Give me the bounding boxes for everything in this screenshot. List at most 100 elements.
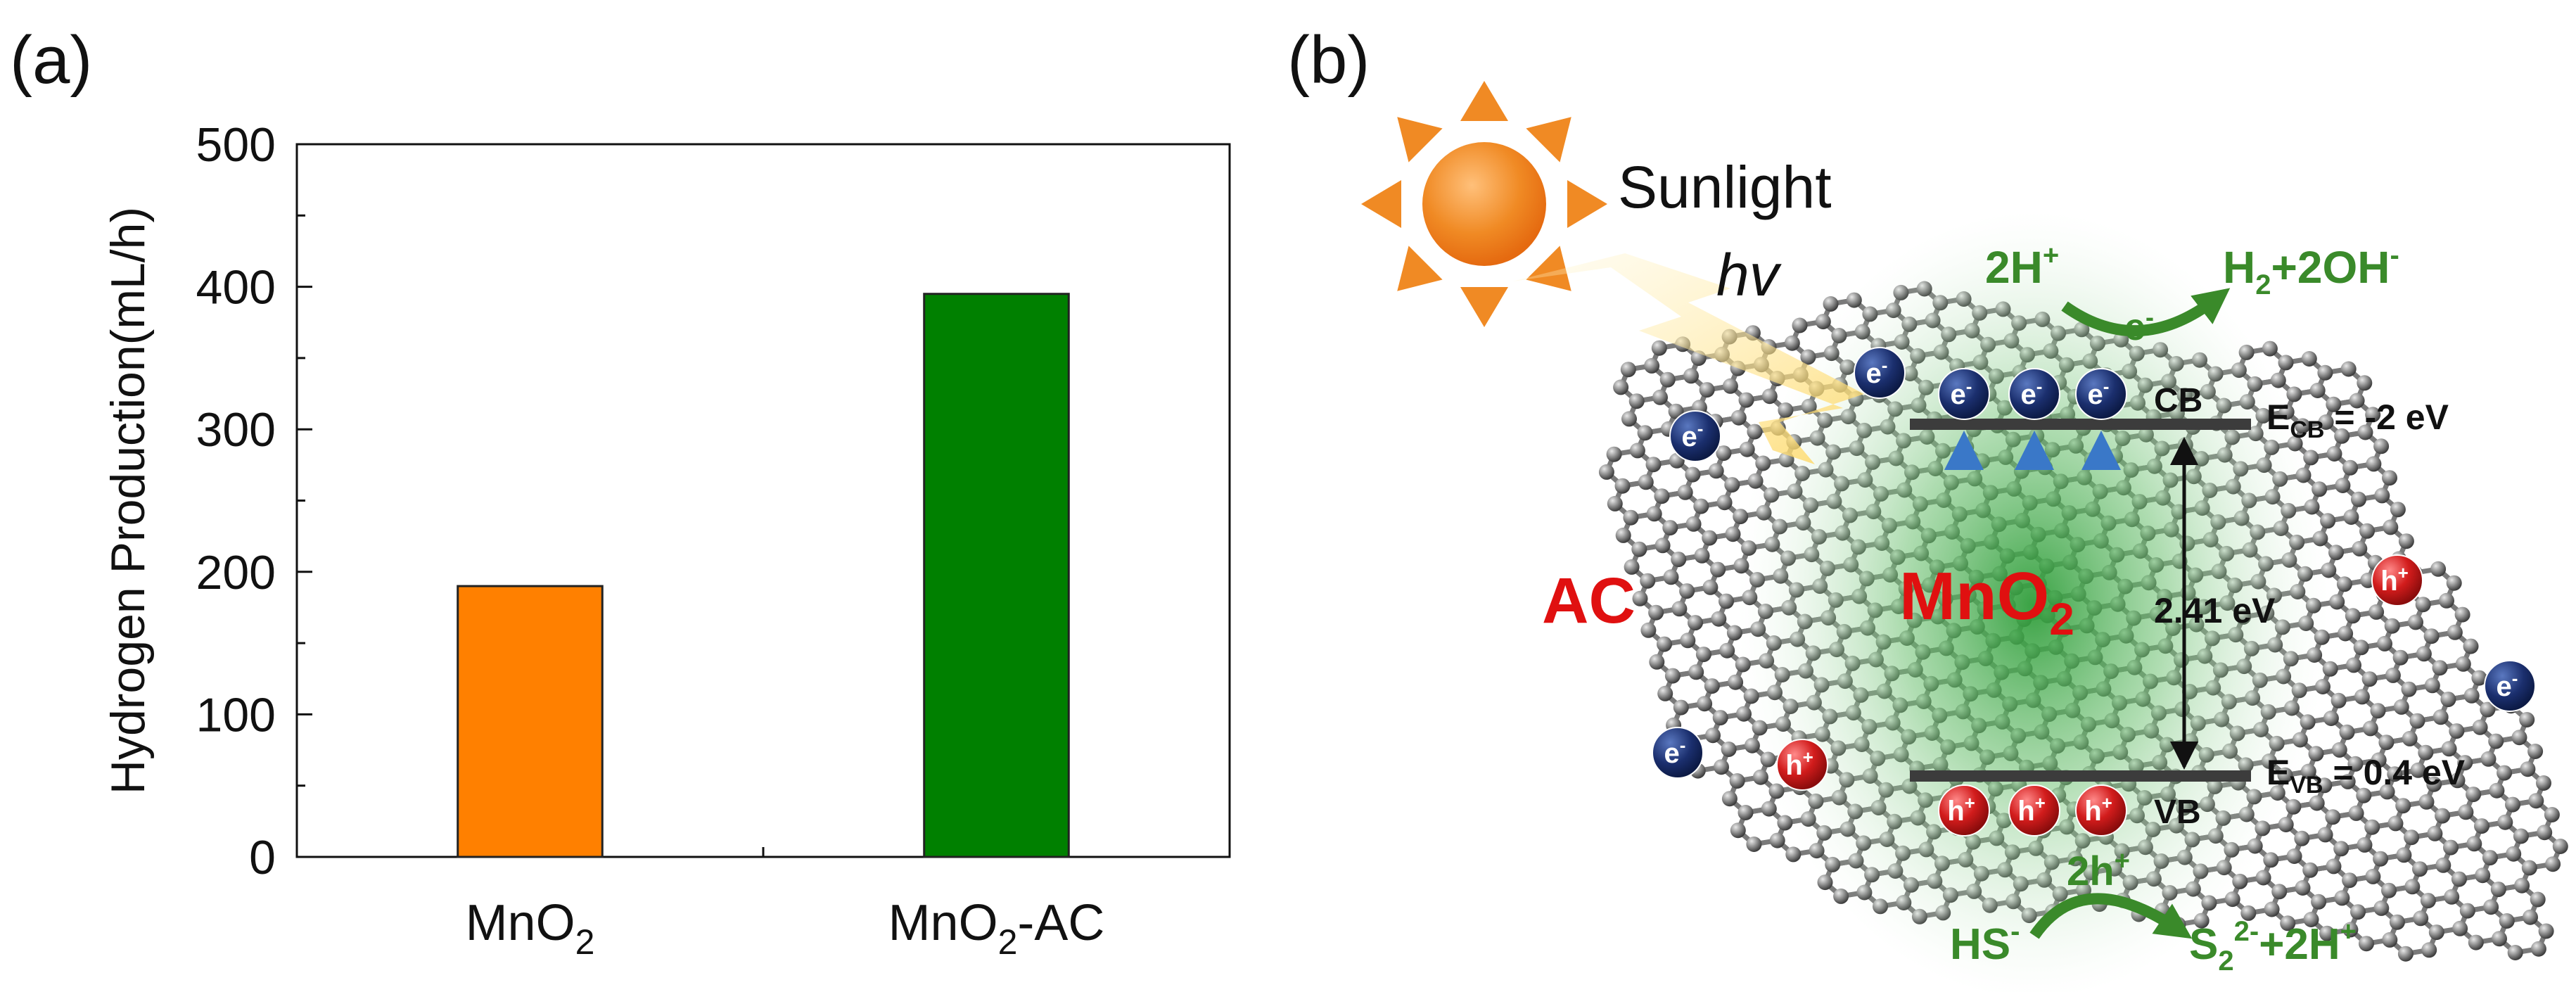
carbon-atom bbox=[1688, 615, 1703, 631]
carbon-atom bbox=[2507, 945, 2523, 960]
hole-icon: h+ bbox=[1776, 739, 1828, 791]
carbon-atom bbox=[2302, 862, 2319, 878]
electron-icon: e- bbox=[1669, 410, 1721, 462]
carbon-atom bbox=[1705, 727, 1721, 744]
carbon-atom bbox=[2499, 913, 2515, 929]
carbon-atom bbox=[1761, 388, 1778, 405]
carbon-atom bbox=[1769, 832, 1785, 848]
bottom-reactant-base: HS bbox=[1950, 920, 2010, 969]
carbon-atom bbox=[2536, 775, 2551, 791]
ecb-rest: = -2 eV bbox=[2324, 398, 2449, 437]
carbon-atom bbox=[2352, 540, 2368, 557]
plot-frame bbox=[295, 143, 1231, 858]
carbon-atom bbox=[1613, 379, 1629, 395]
carbon-atom bbox=[1823, 296, 1839, 312]
carbon-atom bbox=[2385, 667, 2401, 683]
carbon-atom bbox=[2466, 787, 2482, 803]
sun-ray bbox=[1526, 117, 1571, 163]
electron-label: e- bbox=[1664, 735, 1686, 769]
carbon-atom bbox=[1721, 791, 1737, 807]
carbon-atom bbox=[1679, 583, 1695, 599]
carbon-atom bbox=[2447, 624, 2463, 640]
carbon-atom bbox=[2303, 912, 2319, 927]
bottom-reactant: HS- bbox=[1950, 916, 2020, 969]
carbon-atom bbox=[2353, 640, 2369, 656]
carrier-symbol: h bbox=[1785, 750, 1802, 781]
carbon-atom bbox=[2398, 533, 2414, 549]
carbon-atom bbox=[2322, 661, 2338, 677]
carbon-atom bbox=[2521, 860, 2537, 876]
carbon-atom bbox=[2443, 839, 2459, 856]
carbon-atom bbox=[2471, 670, 2487, 686]
electron-icon: e- bbox=[2008, 368, 2060, 420]
bottom-product-sup2: + bbox=[2340, 916, 2357, 947]
carbon-atom bbox=[1649, 654, 1665, 670]
carbon-atom bbox=[1714, 759, 1729, 775]
bottom-hole: 2h+ bbox=[2067, 846, 2130, 894]
top-product-sub: 2 bbox=[2255, 269, 2271, 300]
carbon-atom bbox=[1792, 317, 1808, 333]
carbon-atom bbox=[1688, 664, 1704, 680]
vb-label: VB bbox=[2154, 794, 2201, 831]
carbon-atom bbox=[2418, 794, 2435, 810]
carbon-atom bbox=[2441, 741, 2457, 757]
carbon-atom bbox=[2435, 857, 2451, 873]
carbon-atom bbox=[1662, 520, 1678, 536]
carbon-atom bbox=[2368, 604, 2385, 620]
mno2-base: MnO bbox=[1899, 559, 2049, 634]
carrier-charge: + bbox=[2102, 792, 2112, 813]
carrier-symbol: e bbox=[2021, 379, 2036, 410]
carbon-atom bbox=[2482, 850, 2498, 866]
carbon-atom bbox=[1695, 647, 1711, 663]
carbon-atom bbox=[1615, 527, 1631, 543]
carbon-atom bbox=[2384, 618, 2400, 634]
carrier-charge: - bbox=[1680, 735, 1686, 756]
carrier-symbol: h bbox=[2017, 796, 2034, 827]
carbon-atom bbox=[1685, 466, 1701, 483]
cb-label: CB bbox=[2154, 382, 2202, 419]
carbon-atom bbox=[1646, 506, 1662, 522]
carrier-symbol: e bbox=[1682, 421, 1697, 452]
carbon-atom bbox=[2413, 910, 2429, 927]
hole-icon: h+ bbox=[2075, 784, 2127, 837]
carbon-atom bbox=[2361, 671, 2378, 687]
carbon-atom bbox=[2410, 762, 2426, 778]
top-product-sup: - bbox=[2390, 240, 2399, 271]
carbon-atom bbox=[2365, 868, 2381, 884]
bottom-product-sub: 2 bbox=[2218, 946, 2233, 977]
electron-label: e- bbox=[1682, 418, 1704, 452]
carbon-atom bbox=[2374, 488, 2390, 504]
sunlight-label: Sunlight bbox=[1618, 154, 1832, 220]
bottom-product-a: S bbox=[2189, 920, 2218, 969]
evb-label: EVB = 0.4 eV bbox=[2266, 753, 2466, 799]
carbon-atom bbox=[1710, 561, 1726, 578]
carbon-atom bbox=[1623, 509, 1639, 526]
hole-label: h+ bbox=[2084, 792, 2112, 827]
lightning-bolt-icon bbox=[1512, 253, 1864, 464]
hole-sphere bbox=[1776, 739, 1828, 791]
carbon-atom bbox=[1628, 393, 1645, 409]
carbon-atom bbox=[1737, 805, 1754, 820]
charge-carriers: e-e-e-e-e-e-e-h+h+h+h+h+ bbox=[1652, 347, 2536, 837]
electron-icon: e- bbox=[2075, 368, 2127, 420]
carbon-atom bbox=[2342, 872, 2358, 889]
bar bbox=[923, 293, 1070, 858]
carbon-atom bbox=[1640, 573, 1656, 589]
carbon-atom bbox=[2390, 502, 2406, 518]
electron-label: e- bbox=[2497, 668, 2518, 702]
carbon-atom bbox=[2286, 386, 2302, 402]
carbon-atom bbox=[2511, 730, 2527, 746]
carbon-atom bbox=[2538, 923, 2554, 939]
carbon-atom bbox=[1632, 590, 1648, 606]
electron-sphere bbox=[1854, 347, 1906, 399]
carbon-atom bbox=[2294, 830, 2310, 846]
carbon-atom bbox=[1716, 495, 1733, 511]
carbon-atom bbox=[2389, 914, 2405, 930]
carbon-atom bbox=[2457, 755, 2473, 771]
sun-ray bbox=[1526, 246, 1571, 291]
electron-sphere bbox=[2484, 660, 2536, 712]
top-product-a: H bbox=[2223, 242, 2255, 293]
carbon-atom bbox=[1746, 837, 1762, 852]
carbon-atom bbox=[2392, 649, 2409, 666]
carbon-atom bbox=[2366, 456, 2382, 472]
